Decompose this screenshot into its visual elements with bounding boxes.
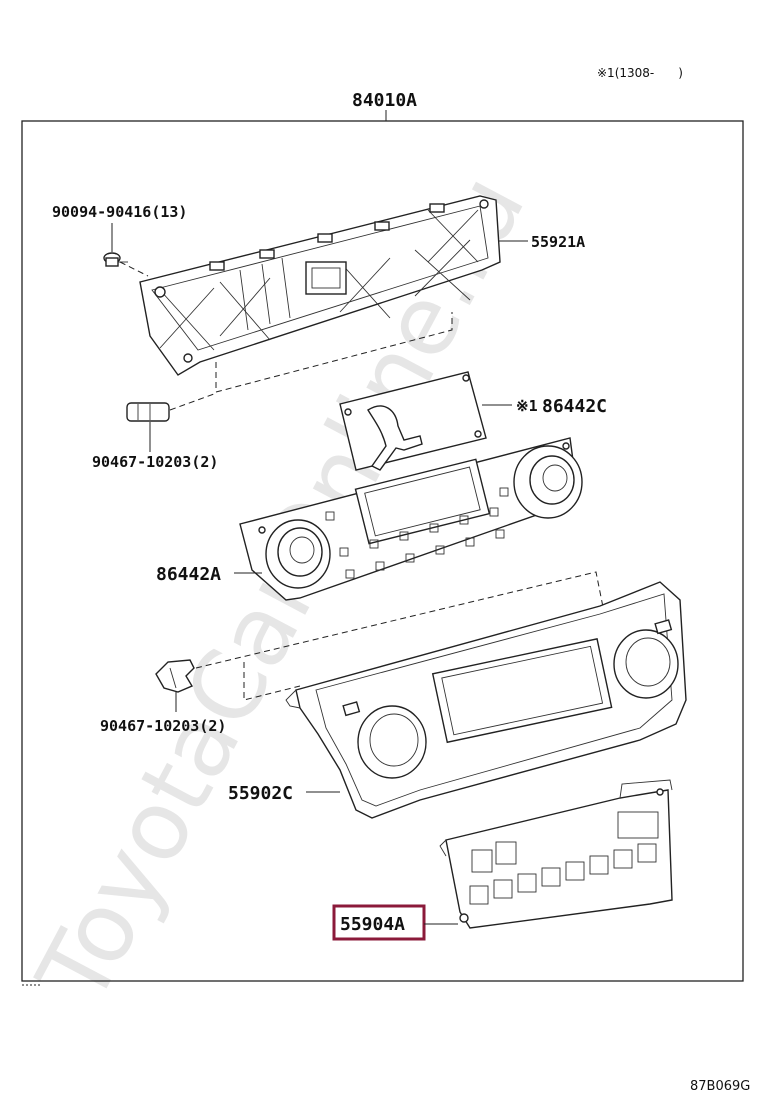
dash-screw-to-bracket — [119, 261, 149, 277]
label-55902c[interactable]: 55902C — [228, 783, 293, 804]
board-86442a[interactable] — [239, 437, 583, 601]
clip-90467-top-icon[interactable] — [126, 402, 170, 422]
bracket-55904a[interactable] — [439, 779, 673, 929]
screw-90094-icon[interactable] — [103, 252, 128, 267]
label-55904a[interactable]: 55904A — [340, 914, 405, 935]
highlight-box-55904a — [332, 904, 426, 941]
label-55921a[interactable]: 55921A — [531, 233, 585, 251]
panel-55902c[interactable] — [285, 581, 687, 819]
diagram-code: 87B069G — [690, 1079, 750, 1094]
label-86442c[interactable]: 86442C — [542, 396, 607, 417]
label-90094-90416[interactable]: 90094-90416(13) — [52, 203, 187, 221]
assembly-frame — [21, 120, 744, 982]
dash-bracket-clips — [215, 312, 453, 393]
label-90467-10203-bottom[interactable]: 90467-10203(2) — [100, 717, 226, 735]
dash-clip-top — [169, 393, 215, 411]
bracket-55921a[interactable] — [139, 195, 501, 376]
label-86442a[interactable]: 86442A — [156, 564, 221, 585]
dash-clip-bottom — [243, 662, 301, 701]
dash-board-to-panel — [195, 571, 605, 669]
clip-90467-bottom-icon[interactable] — [155, 659, 195, 693]
board-86442c[interactable] — [339, 371, 487, 471]
label-86442c-mark: ※1 — [516, 397, 538, 415]
label-90467-10203-top[interactable]: 90467-10203(2) — [92, 453, 218, 471]
assembly-part-label[interactable]: 84010A — [352, 90, 417, 111]
revision-note: ※1(1308- ) — [597, 66, 683, 80]
